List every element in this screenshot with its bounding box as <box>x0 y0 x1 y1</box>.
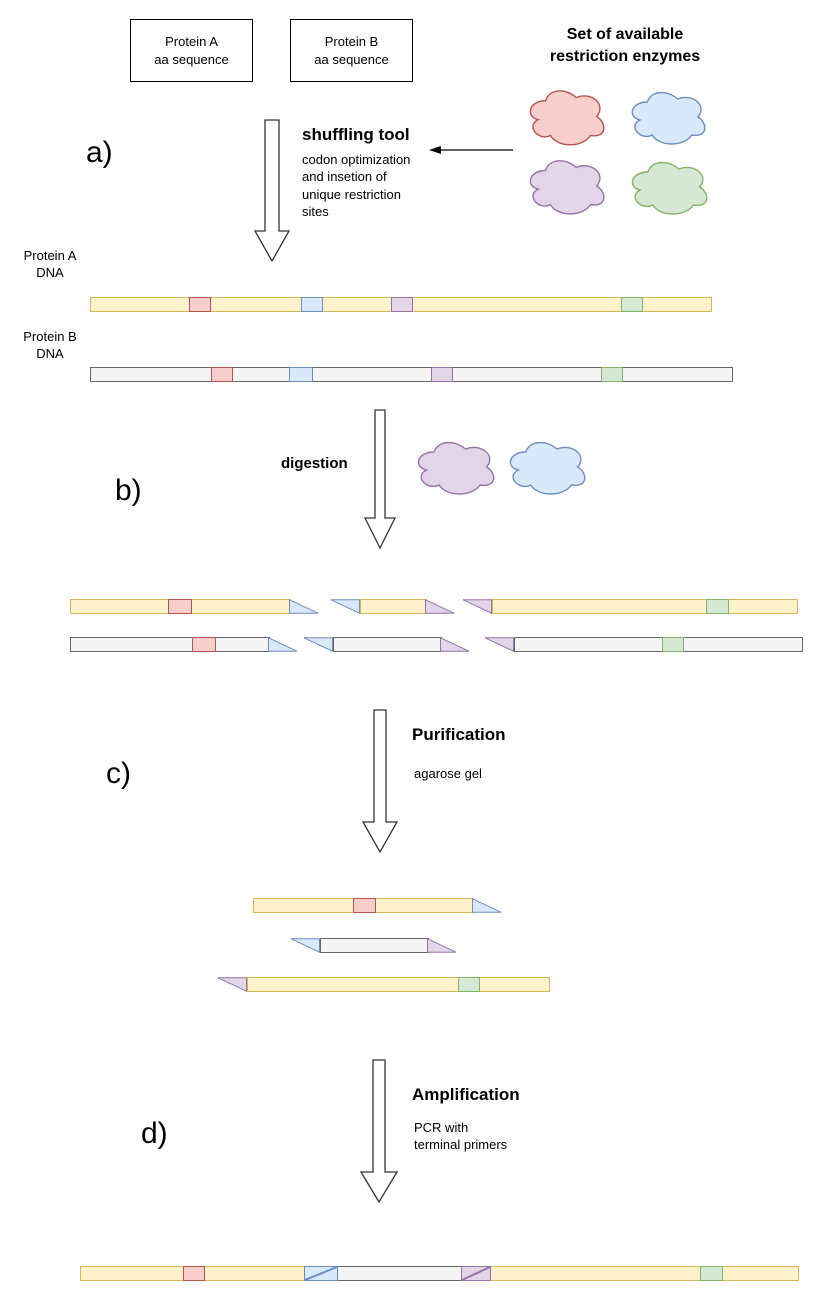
fragment-a3-bar <box>492 599 798 614</box>
step-c-description: agarose gel <box>414 766 482 781</box>
sticky-end-blue-left-icon <box>290 938 320 953</box>
step-d-description: PCR with terminal primers <box>414 1120 508 1153</box>
step-b-down-arrow-icon <box>364 409 396 549</box>
fragment-b3-bar <box>514 637 803 652</box>
purple-enzyme-cloud-icon <box>525 155 607 217</box>
sticky-end-purple-left-icon <box>462 599 492 614</box>
restriction-site-green <box>458 977 480 992</box>
enzyme-set-title: Set of available restriction enzymes <box>549 26 701 66</box>
step-c-down-arrow-icon <box>362 709 398 853</box>
restriction-site-blue <box>289 367 313 382</box>
sticky-end-purple-left-icon <box>484 637 514 652</box>
protein-b-insert-segment <box>336 1266 463 1281</box>
ligated-junction-blue <box>304 1266 338 1281</box>
protein-a-aa-label: Protein A aa sequence <box>154 33 229 67</box>
sticky-end-blue-left-icon <box>330 599 360 614</box>
green-enzyme-cloud-icon <box>627 157 710 217</box>
restriction-site-red <box>353 898 376 913</box>
sticky-end-purple-right-icon <box>440 637 470 652</box>
step-c-title: Purification <box>412 725 506 744</box>
restriction-site-blue <box>301 297 323 312</box>
restriction-site-red <box>183 1266 205 1281</box>
step-a-title: shuffling tool <box>302 125 410 144</box>
purified-fragment-2-bar <box>320 938 429 953</box>
protein-a-dna-label: Protein A DNA <box>23 248 77 280</box>
purified-fragment-3-bar <box>247 977 550 992</box>
step-a-down-arrow-icon <box>254 119 290 262</box>
fragment-a2-bar <box>360 599 427 614</box>
step-d-title: Amplification <box>412 1085 520 1104</box>
fragment-b2-bar <box>333 637 442 652</box>
step-d-down-arrow-icon <box>360 1059 398 1203</box>
restriction-site-purple <box>431 367 453 382</box>
sticky-end-purple-left-icon <box>217 977 247 992</box>
protein-b-dna-bar <box>90 367 733 382</box>
blue-enzyme-cloud-icon <box>505 437 588 497</box>
protein-a-aa-box: Protein A aa sequence <box>130 19 253 82</box>
fragment-a1-bar <box>70 599 291 614</box>
restriction-site-red <box>192 637 216 652</box>
restriction-site-green <box>601 367 623 382</box>
purple-enzyme-cloud-icon <box>413 437 497 497</box>
final-construct-bar <box>80 1266 799 1281</box>
sticky-end-blue-right-icon <box>472 898 502 913</box>
step-d-label: d) <box>141 1117 168 1150</box>
restriction-site-purple <box>391 297 413 312</box>
sticky-end-purple-right-icon <box>427 938 457 953</box>
protein-b-aa-box: Protein B aa sequence <box>290 19 413 82</box>
fragment-b1-bar <box>70 637 270 652</box>
step-b-title: digestion <box>281 455 348 472</box>
restriction-site-green <box>706 599 729 614</box>
protein-b-dna-label: Protein B DNA <box>23 329 77 361</box>
step-a-label: a) <box>86 136 113 169</box>
purified-fragment-1-bar <box>253 898 474 913</box>
restriction-site-red <box>189 297 211 312</box>
protein-b-aa-label: Protein B aa sequence <box>314 33 389 67</box>
restriction-site-green <box>662 637 684 652</box>
restriction-site-green <box>621 297 643 312</box>
ligated-junction-purple <box>461 1266 491 1281</box>
red-enzyme-cloud-icon <box>525 85 607 148</box>
restriction-site-green <box>700 1266 723 1281</box>
sticky-end-blue-left-icon <box>303 637 333 652</box>
protein-a-dna-bar <box>90 297 712 312</box>
step-b-label: b) <box>115 474 142 507</box>
blue-enzyme-cloud-icon <box>627 87 708 147</box>
step-a-description: codon optimization and insetion of uniqu… <box>302 152 411 219</box>
enzymes-to-shuffling-arrow-icon <box>429 146 513 154</box>
step-c-label: c) <box>106 757 131 790</box>
sticky-end-blue-right-icon <box>268 637 298 652</box>
sticky-end-blue-right-icon <box>289 599 319 614</box>
restriction-site-red <box>211 367 233 382</box>
sticky-end-purple-right-icon <box>425 599 455 614</box>
restriction-site-red <box>168 599 192 614</box>
